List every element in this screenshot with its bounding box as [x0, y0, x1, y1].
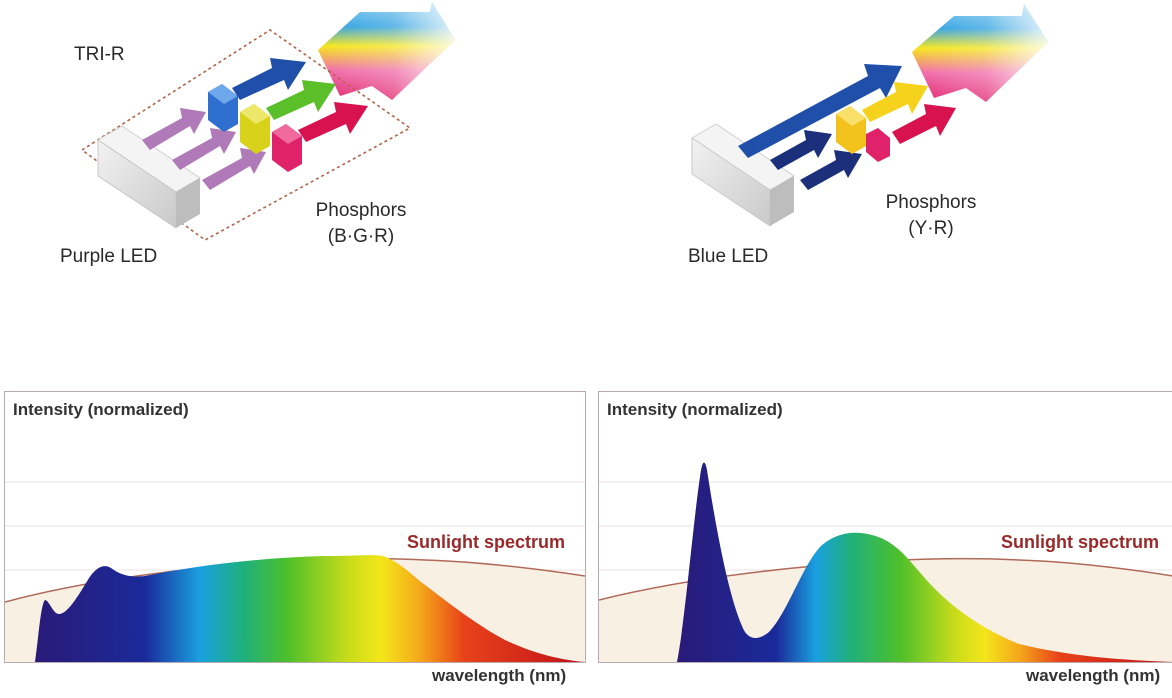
phosphor-red-right [866, 128, 890, 162]
phosphors-types-right: (Y·R) [908, 218, 954, 239]
white-led-spectrum-right [677, 462, 1172, 662]
purple-led-block [97, 125, 201, 229]
sunlight-label-right: Sunlight spectrum [1001, 532, 1160, 552]
phosphor-red [272, 124, 302, 172]
blue-arrow [232, 58, 306, 100]
y-axis-label-right: Intensity (normalized) [607, 400, 783, 419]
spectrum-panel-left: Intensity (normalized) Sunlight spectrum [4, 391, 586, 663]
sunlight-label-left: Sunlight spectrum [407, 532, 566, 552]
green-arrow [266, 80, 336, 120]
long-blue-arrow [738, 64, 902, 158]
blue-led-label: Blue LED [688, 246, 769, 267]
red-arrow-right [892, 104, 956, 144]
led-diagrams [80, 2, 1048, 241]
phosphors-label-right: Phosphors (Y·R) [866, 190, 996, 242]
tri-r-spectrum-left [35, 555, 585, 662]
output-beam-left [318, 2, 455, 100]
purple-light-arrows [142, 108, 266, 190]
red-arrow [298, 102, 368, 142]
x-axis-label-right: wavelength (nm) [1026, 666, 1161, 685]
blue-led-block [691, 123, 795, 227]
purple-led-label: Purple LED [60, 246, 158, 267]
spectrum-plot-left [5, 481, 585, 662]
phosphor-green [240, 104, 270, 154]
phosphors-types-left: (B·G·R) [327, 226, 395, 247]
phosphors-title-right: Phosphors [885, 192, 977, 213]
phosphors-label-left: Phosphors (B·G·R) [296, 198, 426, 250]
tri-r-title: TRI-R [74, 44, 125, 65]
phosphor-yellow [836, 106, 866, 154]
phosphors-title-left: Phosphors [315, 200, 407, 221]
y-axis-label-left: Intensity (normalized) [13, 400, 189, 419]
x-axis-label-left: wavelength (nm) [432, 666, 567, 685]
spectrum-plot-right [599, 462, 1172, 662]
output-beam-right [912, 4, 1048, 102]
yellow-arrow [862, 82, 928, 122]
navy-light-arrows [770, 130, 862, 190]
spectrum-panel-right: Intensity (normalized) Sunlight spectrum [598, 391, 1172, 663]
phosphor-blue [208, 84, 238, 132]
